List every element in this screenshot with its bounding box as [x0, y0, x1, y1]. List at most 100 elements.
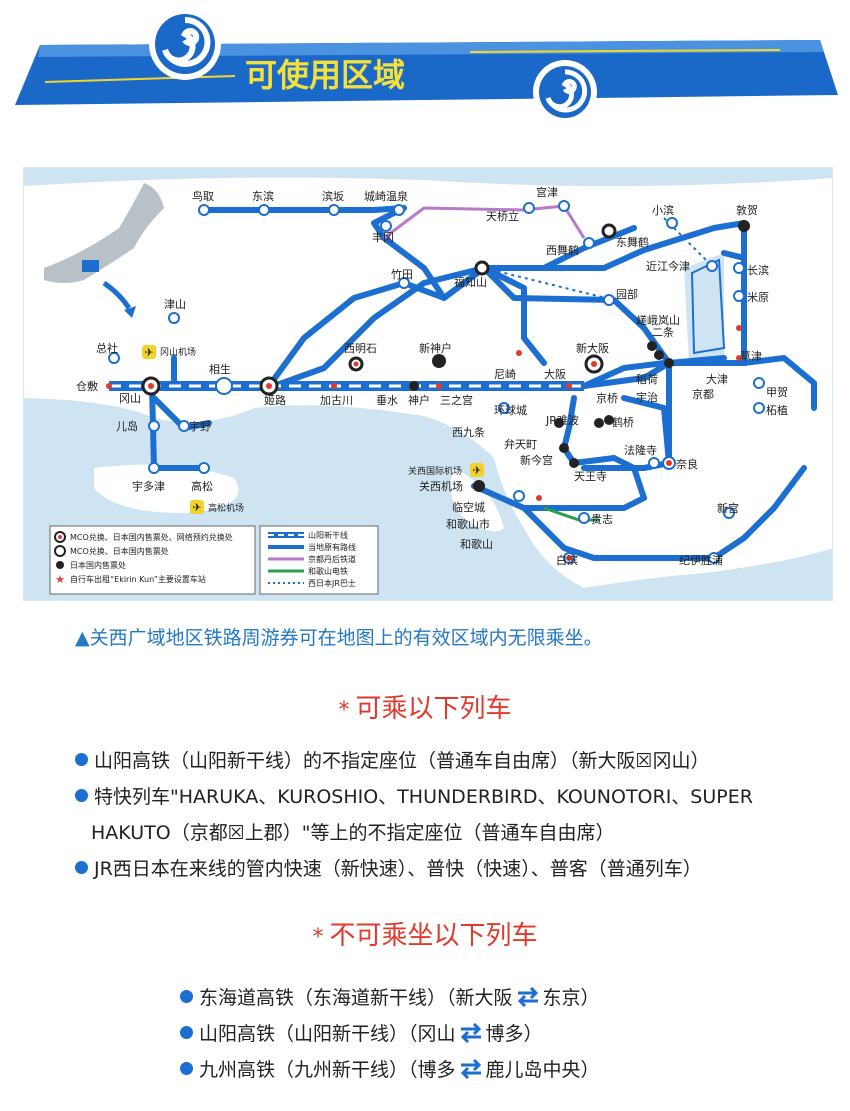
bullet-icon: [180, 990, 193, 1003]
asterisk-icon: *: [312, 925, 324, 950]
station-label: 大阪: [544, 367, 566, 381]
allowed-item: 山阳高铁（山阳新干线）的不指定座位（普通车自由席）（新大阪☒冈山）: [75, 746, 710, 773]
not-allowed-item: 九州高铁（九州新干线）（博多鹿儿岛中央）: [180, 1055, 600, 1082]
asterisk-icon: *: [338, 698, 350, 723]
airport-label: 关西国际机场: [408, 465, 462, 477]
bullet-icon: [75, 789, 88, 802]
station-label: 加古川: [320, 394, 353, 407]
station-label: 相生: [209, 362, 231, 376]
svg-text:★: ★: [55, 573, 65, 586]
station-label: JR难波: [545, 414, 579, 427]
station-label: 新宫: [717, 501, 739, 515]
station-label: 竹田: [391, 267, 413, 281]
legend-item: 京都丹后铁道: [308, 554, 356, 564]
station-label: 大津: [706, 372, 728, 386]
legend-item: 自行车出租“Ekirin Kun”主要设置车站: [70, 574, 206, 584]
station-label: 仓敷: [76, 379, 98, 393]
station-label: 姬路: [264, 394, 286, 407]
legend-item: MCO兑换、日本国内售票处: [70, 546, 169, 556]
map-caption: ▲关西广域地区铁路周游券可在地图上的有效区域内无限乘坐。: [75, 627, 603, 649]
station-label: 敦贺: [736, 203, 758, 217]
station-label: 柘植: [766, 403, 788, 417]
station-label: 宇多津: [132, 479, 165, 493]
station-label: 近江今津: [646, 259, 690, 273]
swirl-icon-left: [149, 8, 221, 80]
station-label: 鸟取: [192, 189, 214, 203]
legend-item: 当地原有路线: [308, 542, 356, 552]
allowed-section-title: *可乘以下列车: [0, 688, 850, 725]
station-label: 神户: [408, 393, 430, 407]
airport-icon-okayama: ✈: [142, 345, 156, 359]
legend-item: 和歌山电铁: [308, 566, 348, 576]
allowed-item: JR西日本在来线的管内快速（新快速）、普快（快速）、普客（普通列车）: [75, 854, 702, 881]
station-label: 新今宫: [520, 453, 553, 467]
station-label: 滨坂: [322, 189, 344, 203]
station-label: 草津: [740, 350, 762, 363]
svg-text:✈: ✈: [144, 346, 153, 359]
title-banner: 可使用区域: [15, 8, 838, 124]
station-label: 津山: [164, 298, 186, 311]
allowed-item: 特快列车"HARUKA、KUROSHIO、THUNDERBIRD、KOUNOTO…: [75, 782, 753, 809]
svg-text:✈: ✈: [192, 501, 201, 514]
station-label: 新神户: [419, 341, 452, 355]
station-label: 纪伊胜浦: [679, 553, 723, 567]
station-label: 冈山: [119, 392, 141, 405]
station-label: 西九条: [452, 425, 485, 439]
swap-arrows-icon: [460, 1059, 481, 1079]
station-label: 垂水: [376, 394, 398, 407]
airport-icon-kansai: ✈: [470, 463, 484, 477]
station-label: 宇治: [636, 390, 658, 404]
station-label: 二条: [652, 325, 674, 339]
svg-text:✈: ✈: [472, 464, 481, 477]
station-label: 嵯峨岚山: [636, 314, 680, 327]
station-label: 天桥立: [486, 209, 519, 223]
station-label: 东舞鹤: [616, 235, 649, 249]
bullet-icon: [180, 1026, 193, 1039]
station-label: 新大阪: [576, 341, 609, 355]
station-label: 福知山: [454, 275, 487, 289]
station-label: 环球城: [494, 403, 527, 417]
station-label: 城崎温泉: [364, 189, 408, 203]
banner-title: 可使用区域: [245, 57, 405, 93]
bullet-icon: [180, 1062, 193, 1075]
station-label: 西舞鹤: [546, 243, 579, 257]
station-label: 宇野: [189, 420, 211, 433]
station-label: 关西机场: [419, 479, 463, 493]
station-label: 米原: [747, 291, 769, 304]
station-label: 和歌山: [460, 537, 493, 551]
station-label: 宫津: [536, 185, 558, 199]
station-label: 长滨: [747, 263, 769, 277]
station-label: 尼崎: [494, 367, 516, 381]
legend-item: 日本国内售票处: [70, 560, 126, 570]
station-label: 东滨: [252, 189, 274, 203]
bullet-icon: [75, 861, 88, 874]
airport-icon-takamatsu: ✈: [190, 500, 204, 514]
station-label: 临空城: [452, 500, 485, 514]
not-allowed-title-text: 不可乘坐以下列车: [329, 921, 538, 951]
station-label: 小滨: [652, 203, 674, 217]
station-label: 稻荷: [636, 373, 658, 386]
station-label: 法隆寺: [624, 443, 657, 457]
allowed-item-continued: HAKUTO（京都☒上郡）"等上的不指定座位（普通车自由席）: [91, 822, 615, 844]
not-allowed-item: 山阳高铁（山阳新干线）（冈山博多）: [180, 1019, 543, 1046]
station-label: 儿岛: [116, 419, 138, 433]
not-allowed-section-title: *不可乘坐以下列车: [0, 915, 850, 952]
station-label: 天王寺: [574, 470, 607, 483]
station-label: 总社: [96, 341, 118, 355]
legend-item: MCO兑换、日本国内售票处、网络预约兑换处: [70, 532, 233, 542]
station-label: 贵志: [591, 513, 613, 526]
swap-arrows-icon: [460, 1023, 481, 1043]
legend-left: ★ MCO兑换、日本国内售票处、网络预约兑换处 MCO兑换、日本国内售票处 日本…: [49, 525, 256, 595]
rail-map: ✈ ✈ ✈ 鸟取 东滨 滨坂 城崎温泉 丰冈 天桥立 宫津 西舞鹤 东舞鹤 小滨…: [23, 167, 833, 601]
bullet-icon: [75, 753, 88, 766]
station-label: 丰冈: [372, 231, 394, 244]
station-label: 鹤桥: [612, 415, 634, 429]
swirl-icon-right: [533, 60, 597, 124]
station-label: 西明石: [344, 342, 377, 355]
station-label: 甲贺: [766, 386, 788, 399]
swap-arrows-icon: [517, 987, 538, 1007]
legend-right: 山阳新干线 当地原有路线 京都丹后铁道 和歌山电铁 西日本JR巴士: [259, 525, 379, 595]
station-label: 高松: [191, 479, 213, 493]
airport-label: 高松机场: [208, 502, 244, 514]
station-label: 京桥: [596, 391, 618, 405]
